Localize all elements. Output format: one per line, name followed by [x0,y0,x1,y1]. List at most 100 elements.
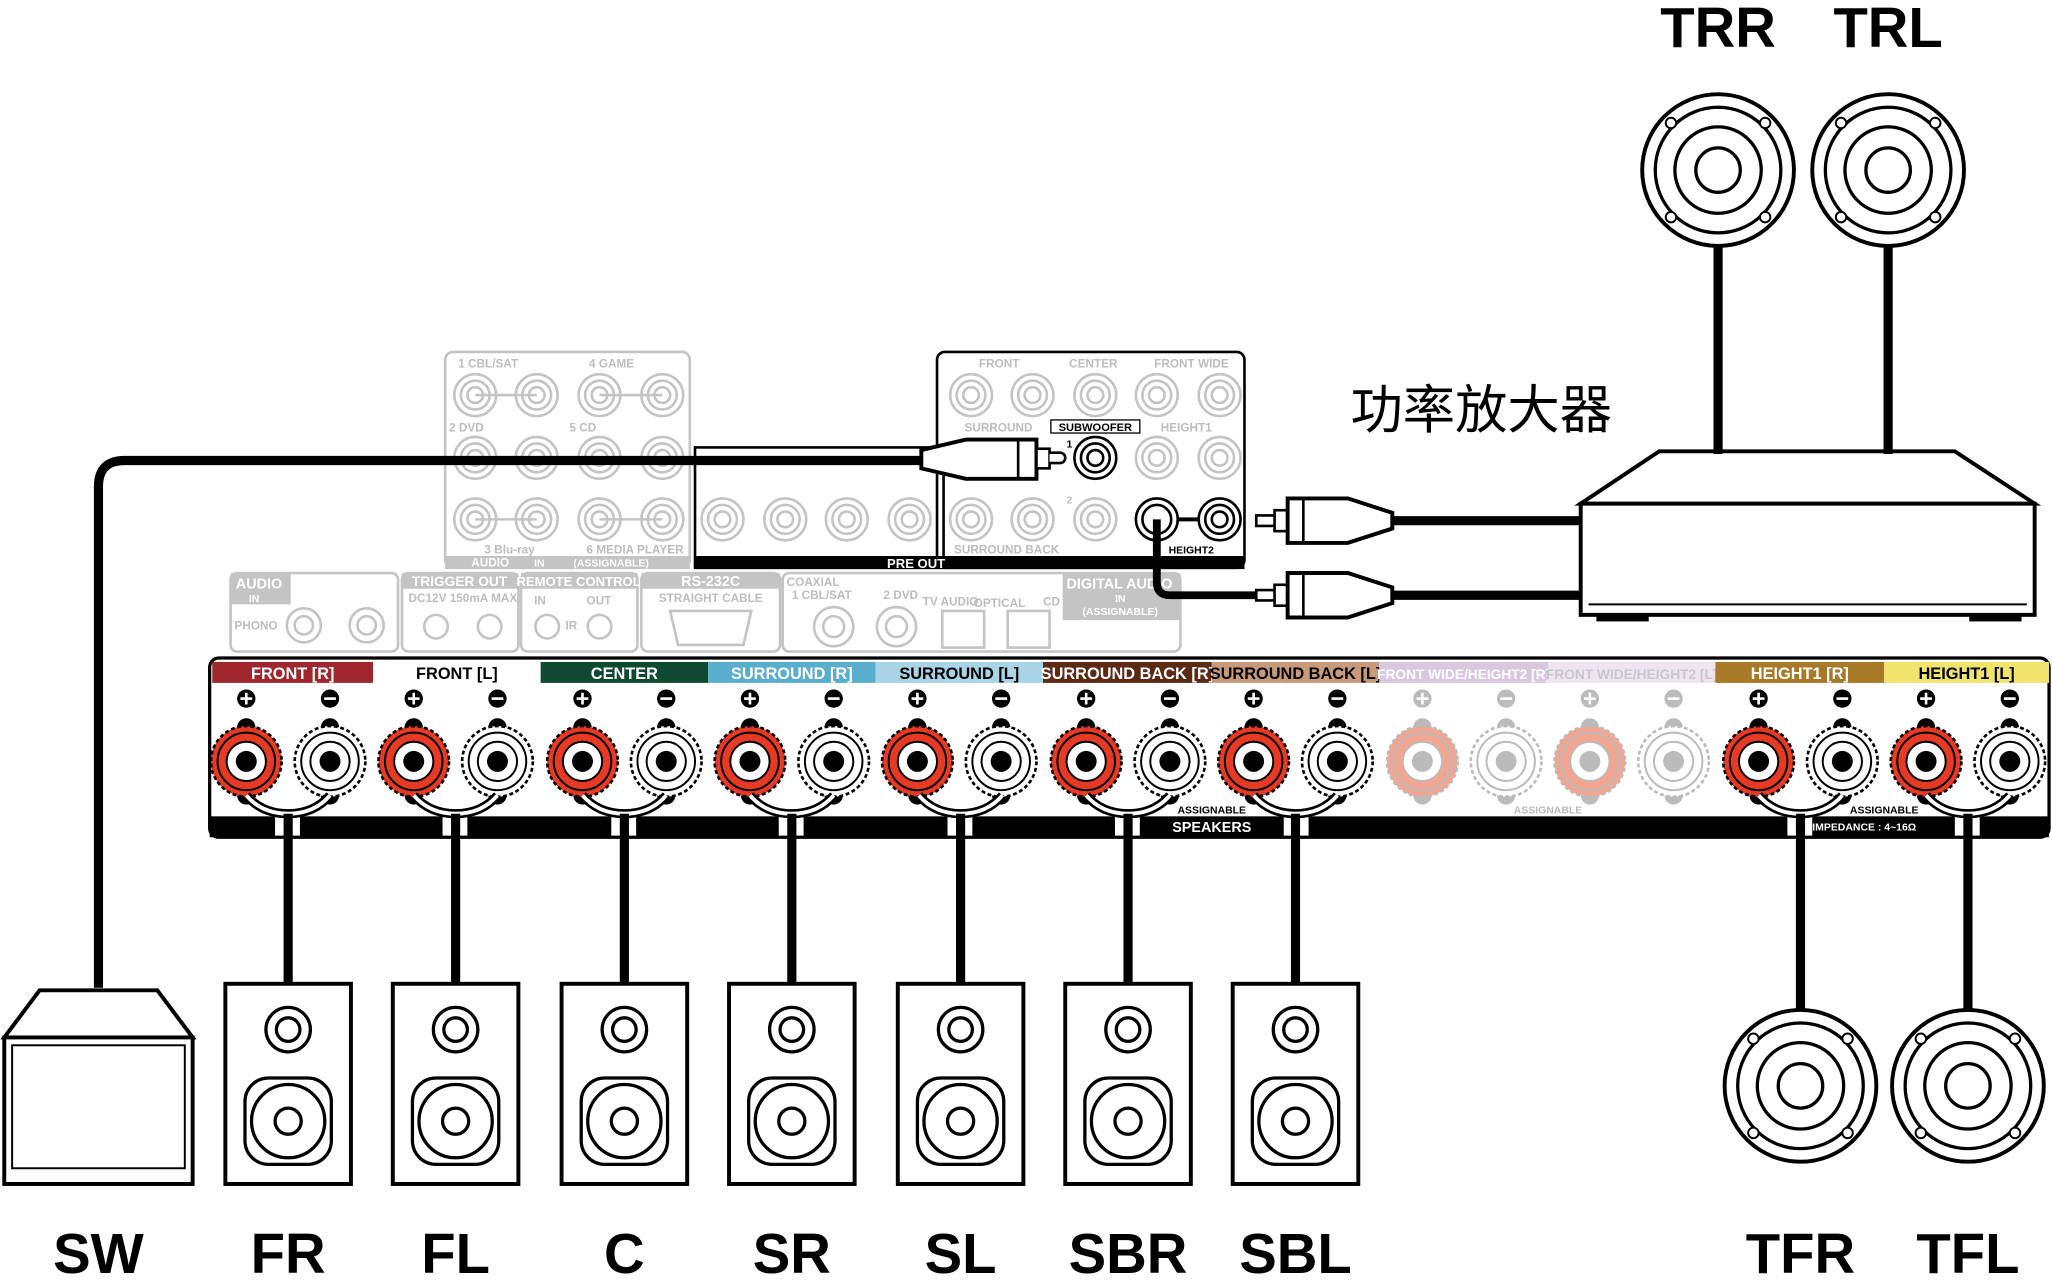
coax2-label: 2 DVD [883,589,918,602]
tv-audio-label: TV AUDIO [923,596,979,609]
audio-in-footer: AUDIO [471,556,509,569]
speaker-cable [746,792,838,984]
speaker-terminal-pair[interactable] [1385,689,1543,805]
plus-icon [1244,689,1263,708]
terminal-header-label: SURROUND BACK [L] [1210,665,1382,683]
subwoofer-1-number: 1 [1067,439,1073,450]
minus-icon [1160,689,1180,708]
phono-in-label: IN [249,594,259,605]
height2-label: HEIGHT2 [1169,545,1214,556]
audio-input-panel: 1 CBL/SAT 4 GAME 2 DVD 5 CD 3 Blu-ray 6 … [443,350,692,569]
audio-in-footer-assignable: (ASSIGNABLE) [573,558,649,569]
terminal-bar-segment [1979,816,2050,838]
minus-icon [1328,689,1347,708]
speaker-fr [223,981,353,1186]
terminal-bar-segment [803,816,948,838]
speaker-sbr [1063,981,1193,1186]
speaker-c [559,981,690,1186]
speaker-fl [390,981,521,1186]
speaker-cable [1755,792,1846,1014]
subwoofer-jack[interactable] [1073,435,1118,481]
pre-out-front-label: FRONT [979,358,1020,371]
input-label-media-player: 6 MEDIA PLAYER [586,543,684,556]
assignable-label-fwh2: ASSIGNABLE [1514,806,1583,817]
input-label-dvd: 2 DVD [449,422,484,435]
trigger-spec-label: DC12V 150mA MAX. [409,592,521,605]
amplifier-label: 功率放大器 [1350,380,1612,441]
speaker-terminal-pair[interactable] [1721,689,1879,805]
terminal-bar-segment [1812,816,1955,838]
optical-cd-label: CD [1043,596,1060,609]
rca-plug-1 [1254,496,1395,545]
speaker-tfr [1722,1007,1879,1164]
pre-out-surround-back-label: SURROUND BACK [954,543,1060,556]
terminal-header-label: SURROUND [R] [731,665,853,683]
speaker-terminal-pair[interactable] [1217,689,1374,805]
speaker-cable [1922,792,2014,1014]
terminal-bar-segment [467,816,612,838]
terminal-bar-segment [972,816,1115,838]
digital-audio-label: DIGITAL AUDIO [1067,577,1173,593]
speaker-terminal-pair[interactable] [1889,689,2047,805]
speaker-terminal-pair[interactable] [880,689,1038,805]
plus-icon [1916,689,1936,708]
speaker-tfl [1890,1007,2046,1164]
label-sbl: SBL [1239,1222,1351,1285]
minus-icon [320,689,340,708]
pre-out-surround-label: SURROUND [965,422,1033,435]
remote-ir-label: IR [565,619,577,632]
label-sw: SW [53,1222,145,1285]
plus-icon [237,689,256,708]
height-rca-cables [1152,496,1584,620]
plus-icon [740,689,760,708]
terminal-header-front-wide-height2-r: FRONT WIDE/HEIGHT2 [R] [1377,661,1550,683]
label-tfl: TFL [1916,1222,2019,1285]
optical-label: OPTICAL [974,597,1026,610]
terminal-header-label: CENTER [591,665,658,683]
subwoofer-label: SUBWOOFER [1059,422,1132,434]
terminal-header-front-r: FRONT [R] [212,661,374,683]
speaker-terminal-pair[interactable] [209,689,367,805]
speaker-terminal-pair[interactable] [1049,689,1207,805]
terminal-bar-segment [1308,816,1788,838]
height2-jacks[interactable] [1134,497,1242,542]
subwoofer-cable [93,437,1067,988]
label-fl: FL [421,1222,490,1285]
coax1-label: 1 CBL/SAT [792,589,853,602]
pre-out-front-wide-label: FRONT WIDE [1154,358,1229,371]
terminal-header-surround-back-r: SURROUND BACK [R] [1041,661,1214,683]
remote-control-label: REMOTE CONTROL [516,574,640,589]
speaker-terminal-pair[interactable] [1553,689,1711,805]
input-label-bluray: 3 Blu-ray [484,543,535,556]
terminal-header-label: HEIGHT1 [L] [1918,665,2014,683]
phono-label: PHONO [235,619,278,632]
terminal-header-label: SURROUND BACK [R] [1041,665,1214,683]
speaker-cable [1250,792,1341,984]
speaker-terminal-pair[interactable] [545,689,703,805]
speaker-trl [1810,92,1966,248]
subwoofer [0,988,197,1186]
pre-out-panel: PRE OUT FRONT CENTER FRONT WIDE SURROUND… [693,350,1246,571]
speaker-cable [1082,792,1174,984]
terminal-header-height1-l: HEIGHT1 [L] [1884,661,2050,683]
label-trl: TRL [1833,0,1942,59]
speaker-sl [895,981,1026,1186]
label-trr: TRR [1660,0,1776,59]
speaker-sr [727,981,857,1186]
terminal-header-label: SURROUND [L] [899,665,1019,683]
speaker-terminal-pair[interactable] [713,689,871,805]
minus-icon [657,689,676,708]
speaker-trr [1640,92,1796,248]
digital-in-label: IN [1115,594,1125,605]
coaxial-label: COAXIAL [787,576,840,589]
rs232c-port[interactable] [668,609,753,647]
plus-icon [1580,689,1600,708]
terminal-bar-segment [299,816,443,838]
terminal-header-height1-r: HEIGHT1 [R] [1715,661,1885,683]
input-label-game: 4 GAME [589,358,634,371]
pre-out-height1-label: HEIGHT1 [1161,422,1212,435]
lower-input-panel: AUDIO IN PHONO TRIGGER OUT DC12V 150mA M… [229,571,1182,653]
label-fr: FR [251,1222,326,1285]
